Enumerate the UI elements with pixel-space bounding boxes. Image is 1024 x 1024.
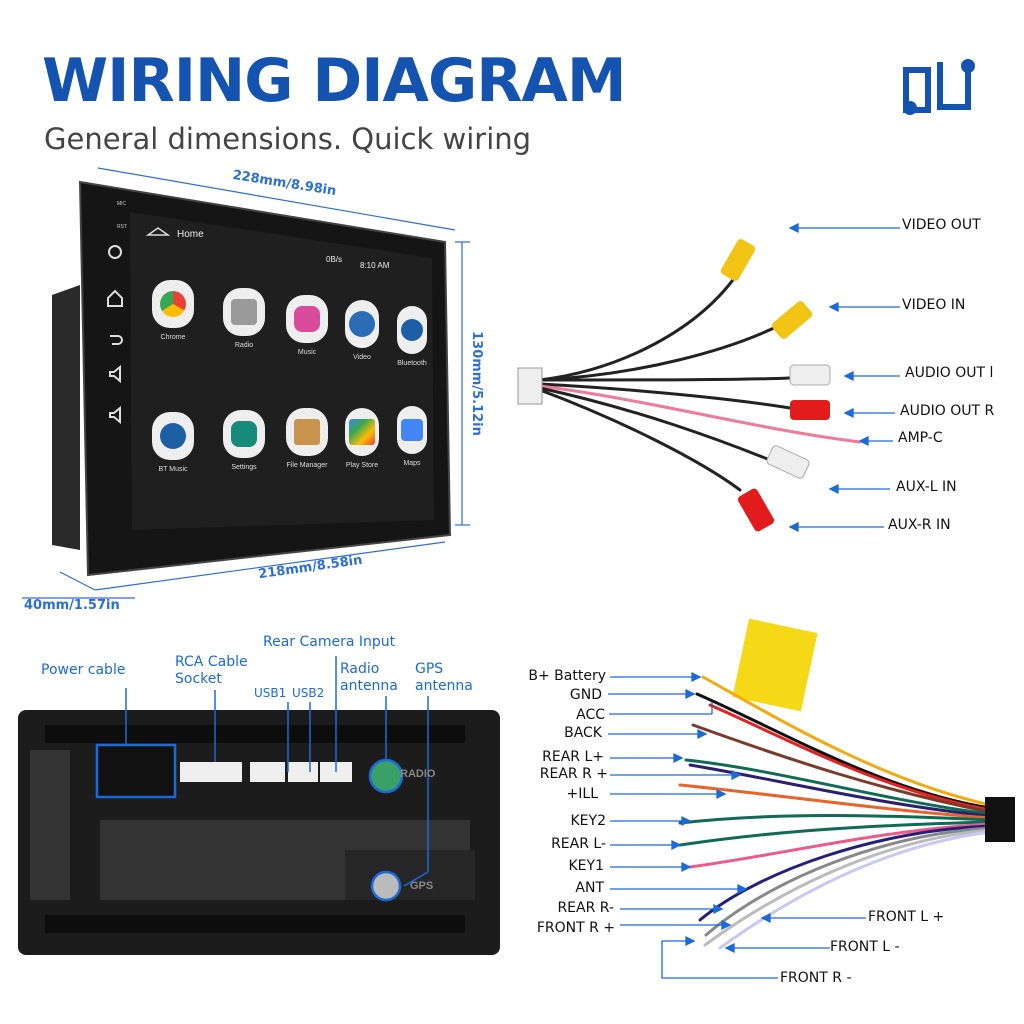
- wire-label-gnd: GND: [569, 687, 602, 703]
- wire-label-front-r-minus: FRONT R -: [780, 970, 852, 986]
- wire-label-key1: KEY1: [568, 858, 605, 874]
- iso-connector: [985, 797, 1015, 842]
- home-icon: [107, 289, 123, 307]
- chrome-icon: [160, 291, 186, 317]
- label-audio-out-l: AUDIO OUT l: [905, 365, 994, 381]
- label-rca-socket-2: Socket: [175, 671, 222, 687]
- page-title: WIRING DIAGRAM: [42, 46, 627, 116]
- label-usb2: USB2: [292, 686, 325, 700]
- wire-label-front-l-plus: FRONT L +: [868, 909, 945, 925]
- power-cable-socket: [95, 743, 177, 799]
- file-manager-icon: [294, 419, 320, 445]
- label-gps-1: GPS: [415, 661, 444, 677]
- home-label[interactable]: Home: [177, 229, 204, 240]
- rca-plugs: [720, 239, 831, 532]
- wire-label-back: BACK: [564, 725, 602, 741]
- wire-label-acc: ACC: [576, 707, 605, 723]
- label-usb1: USB1: [254, 686, 287, 700]
- rst-label: RST: [117, 224, 127, 230]
- wire-label-rear-l-plus: REAR L+: [542, 749, 604, 765]
- app-chrome[interactable]: Chrome: [143, 280, 203, 341]
- app-bluetooth[interactable]: Bluetooth: [382, 306, 442, 367]
- app-radio[interactable]: Radio: [214, 288, 274, 349]
- volume-up-icon: [109, 364, 121, 384]
- wire-label-rear-r-minus: REAR R-: [557, 900, 614, 916]
- page-subtitle: General dimensions. Quick wiring: [44, 122, 532, 156]
- label-video-in: VIDEO IN: [902, 297, 966, 313]
- status-time: 8:10 AM: [360, 261, 390, 270]
- label-rear-camera: Rear Camera Input: [263, 634, 396, 650]
- wire-label-b-battery: B+ Battery: [528, 668, 606, 684]
- label-gps-2: antenna: [415, 678, 473, 694]
- label-aux-r-in: AUX-R IN: [888, 517, 951, 533]
- wire-label-key2: KEY2: [570, 813, 607, 829]
- app-file-manager[interactable]: File Manager: [277, 408, 337, 469]
- dimension-depth: 40mm/1.57in: [24, 598, 120, 613]
- bt-music-icon: [160, 423, 186, 449]
- rca-socket: [180, 762, 242, 782]
- music-icon: [294, 306, 320, 332]
- dim-line-top: [97, 167, 456, 231]
- video-icon: [349, 311, 375, 337]
- usb1-port: [250, 762, 285, 782]
- wire-label-ant: ANT: [575, 880, 604, 896]
- label-power-cable: Power cable: [41, 662, 126, 678]
- bluetooth-icon: [401, 319, 423, 341]
- back-icon: [110, 335, 123, 345]
- app-bt-music[interactable]: BT Music: [143, 412, 203, 473]
- radio-mark: RADIO: [400, 768, 436, 780]
- mic-label: MIC: [117, 201, 127, 207]
- wire-label-ill: +ILL: [566, 786, 598, 802]
- label-video-out: VIDEO OUT: [902, 217, 981, 233]
- gps-antenna-port: [370, 870, 402, 902]
- home-nav-icon: [145, 227, 171, 236]
- wire-label-rear-r-plus: REAR R +: [539, 766, 608, 782]
- gps-mark: GPS: [410, 880, 434, 892]
- power-icon: [108, 245, 122, 259]
- status-speed: 0B/s: [326, 255, 343, 264]
- label-radio-1: Radio: [340, 661, 380, 677]
- app-settings[interactable]: Settings: [214, 410, 274, 471]
- label-rca-socket-1: RCA Cable: [175, 654, 248, 670]
- app-music[interactable]: Music: [277, 295, 337, 356]
- wire-label-rear-l-minus: REAR L-: [551, 836, 606, 852]
- app-video[interactable]: Video: [332, 300, 392, 361]
- maps-icon: [401, 419, 423, 441]
- label-amp-c: AMP-C: [898, 430, 943, 446]
- label-audio-out-r: AUDIO OUT R: [900, 403, 995, 419]
- volume-down-icon: [109, 405, 121, 425]
- radio-icon: [231, 299, 257, 325]
- play-store-icon: [349, 419, 375, 445]
- app-maps[interactable]: Maps: [382, 406, 442, 467]
- wire-label-front-r-plus: FRONT R +: [536, 920, 615, 936]
- settings-icon: [231, 421, 257, 447]
- label-aux-l-in: AUX-L IN: [896, 479, 957, 495]
- wire-label-front-l-minus: FRONT L -: [830, 939, 900, 955]
- label-radio-2: antenna: [340, 678, 398, 694]
- app-play-store[interactable]: Play Store: [332, 408, 392, 469]
